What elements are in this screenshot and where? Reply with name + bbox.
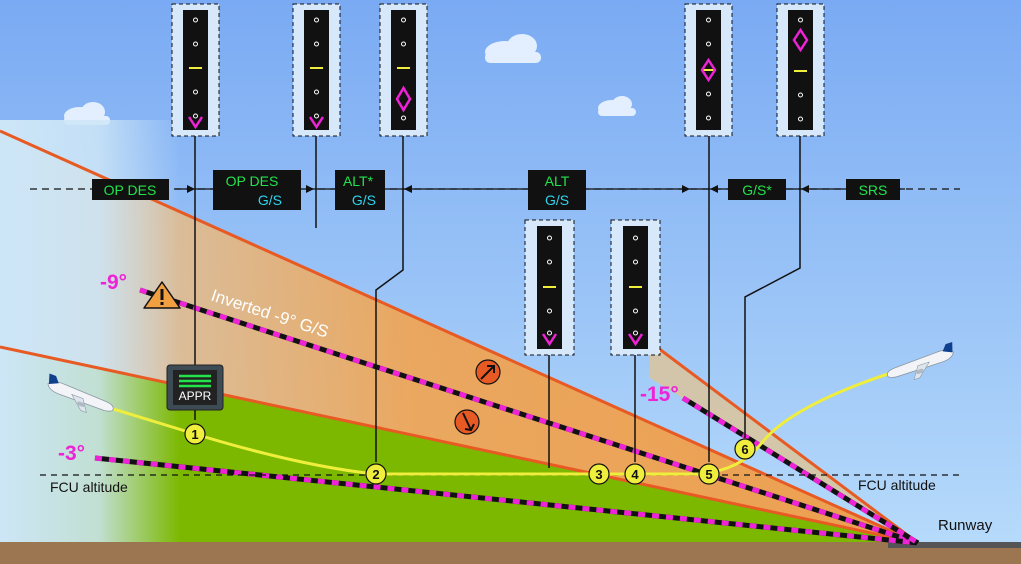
- mode-box-gs-star: G/S*: [728, 179, 786, 200]
- aircraft-path: [109, 368, 901, 476]
- gs-indicator-5: [776, 3, 825, 137]
- aircraft-icon-departing: [886, 341, 954, 381]
- gs-indicator-7: [610, 219, 661, 356]
- angle-label-minus-9: -9°: [100, 271, 127, 294]
- svg-text:5: 5: [705, 467, 712, 482]
- svg-text:G/S: G/S: [545, 192, 569, 208]
- gs-indicator-1: [171, 3, 220, 137]
- svg-text:G/S: G/S: [352, 192, 376, 208]
- svg-text:G/S*: G/S*: [742, 182, 772, 198]
- waypoint-2: 2: [365, 463, 387, 485]
- svg-text:OP DES: OP DES: [104, 182, 157, 198]
- svg-text:G/S: G/S: [258, 192, 282, 208]
- svg-text:4: 4: [631, 467, 639, 482]
- waypoint-6: 6: [734, 438, 756, 460]
- gs-indicator-3: [379, 3, 428, 137]
- glide-slopes: [94, 287, 920, 546]
- gs-indicator-2: [292, 3, 341, 137]
- beam-steep-line: [649, 340, 919, 545]
- svg-text:6: 6: [741, 442, 748, 457]
- runway-label: Runway: [938, 517, 993, 534]
- angle-label-minus-15: -15°: [640, 383, 679, 406]
- appr-button[interactable]: APPR: [166, 364, 224, 411]
- mode-box-op-des-gs: OP DES G/S: [213, 170, 301, 210]
- mode-box-alt: ALT G/S: [528, 170, 586, 210]
- svg-text:1: 1: [191, 427, 198, 442]
- slope-minus-15: [681, 395, 920, 546]
- mode-box-srs: SRS: [846, 179, 900, 200]
- slope-minus-9: [139, 287, 919, 546]
- svg-text:OP DES: OP DES: [226, 173, 279, 189]
- gs-indicator-6: [524, 219, 575, 356]
- mode-box-alt-star: ALT* G/S: [335, 170, 385, 210]
- gs-indicator-4: [684, 3, 733, 137]
- fcu-altitude-label-left: FCU altitude: [50, 479, 128, 495]
- waypoint-3: 3: [588, 463, 610, 485]
- waypoint-5: 5: [698, 463, 720, 485]
- aircraft-icon: [47, 373, 114, 414]
- mode-arrow-up-icon: [475, 359, 501, 385]
- angle-label-minus-3: -3°: [58, 442, 85, 465]
- ground: [0, 542, 1021, 564]
- appr-label: APPR: [179, 389, 212, 403]
- runway-strip: [888, 542, 1021, 548]
- mode-box-op-des: OP DES: [92, 179, 169, 200]
- fcu-altitude-label-right: FCU altitude: [858, 477, 936, 493]
- waypoint-4: 4: [624, 463, 646, 485]
- svg-text:ALT*: ALT*: [343, 173, 374, 189]
- svg-text:2: 2: [372, 467, 379, 482]
- svg-text:SRS: SRS: [859, 182, 888, 198]
- beam-lower-line: [0, 345, 919, 545]
- svg-text:ALT: ALT: [545, 173, 570, 189]
- warning-icon: [143, 281, 181, 309]
- slope-minus-3: [94, 455, 919, 546]
- waypoint-1: 1: [184, 423, 206, 445]
- svg-text:3: 3: [595, 467, 602, 482]
- mode-arrow-down-icon: [454, 409, 480, 435]
